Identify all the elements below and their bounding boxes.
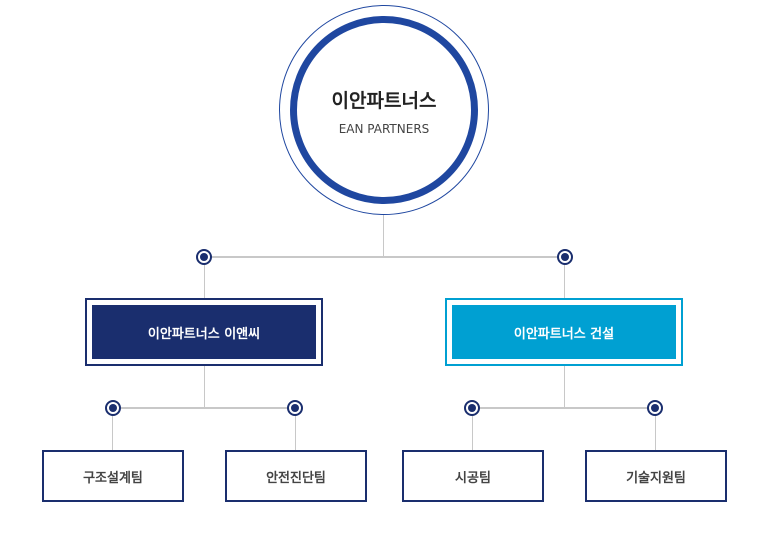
team-box: 기술지원팀 [585, 450, 727, 502]
company-name: 이안파트너스 이앤씨 [92, 305, 316, 359]
root-node: 이안파트너스 EAN PARTNERS [279, 5, 489, 215]
root-inner-ring [290, 16, 478, 204]
connector [113, 407, 295, 409]
company-name: 이안파트너스 건설 [452, 305, 676, 359]
connector [564, 257, 565, 298]
connector [295, 408, 296, 450]
connector [564, 366, 565, 408]
node-dot-icon [287, 400, 303, 416]
team-box: 구조설계팀 [42, 450, 184, 502]
connector [472, 408, 473, 450]
root-subtitle: EAN PARTNERS [338, 122, 430, 136]
connector [204, 366, 205, 408]
connector [112, 408, 113, 450]
team-box: 시공팀 [402, 450, 544, 502]
node-dot-icon [647, 400, 663, 416]
node-dot-icon [464, 400, 480, 416]
connector [204, 256, 565, 258]
root-title: 이안파트너스 [331, 90, 437, 112]
team-box: 안전진단팀 [225, 450, 367, 502]
connector [472, 407, 655, 409]
node-dot-icon [557, 249, 573, 265]
connector [204, 257, 205, 298]
connector [655, 408, 656, 450]
node-dot-icon [196, 249, 212, 265]
company-box-enc: 이안파트너스 이앤씨 [85, 298, 323, 366]
connector [383, 215, 384, 257]
node-dot-icon [105, 400, 121, 416]
company-box-construction: 이안파트너스 건설 [445, 298, 683, 366]
